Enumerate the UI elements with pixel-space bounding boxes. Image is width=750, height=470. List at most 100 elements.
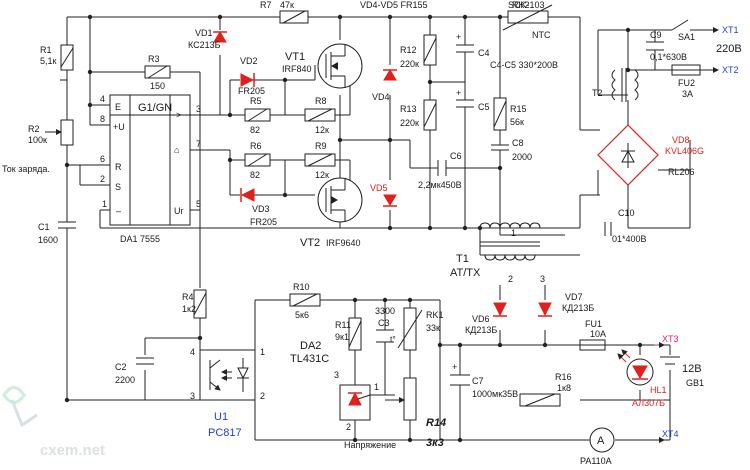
ic-da1: G1/GN E +U R S – Ur > ⌂ 4 8 6 2 1 5 3 7 … [100,94,201,244]
diodes-vd4-vd5-label: VD4-VD5 FR155 [360,0,428,10]
svg-text:2: 2 [260,391,265,401]
diode-vd7: VD7 КД213Б [538,292,594,317]
pin-2: 2 [100,174,105,184]
resistor-r5: R5 82 [244,96,271,135]
capacitor-c6: C6 2,2мк450В [418,151,462,190]
svg-text:12к: 12к [315,170,329,180]
svg-text:VD5: VD5 [370,183,388,193]
svg-text:R4: R4 [182,292,194,302]
svg-text:2200: 2200 [115,375,135,385]
thermistor-rk2: RK2 SCK-103 NTC [502,0,553,40]
svg-text:0,1*630В: 0,1*630В [650,52,687,62]
svg-text:R7: R7 [260,0,272,10]
capacitor-c7: + C7 1000мк35В [450,362,518,399]
svg-text:82: 82 [250,125,260,135]
wires [60,16,710,441]
svg-text:SA1: SA1 [678,32,695,42]
svg-text:VD2: VD2 [240,56,258,66]
resistor-r12: R12 220к [400,34,437,69]
resistor-r3: R3 150 [144,54,171,91]
svg-text:PC817: PC817 [208,427,242,439]
ic-ref: DA1 7555 [120,234,160,244]
svg-text:КД213Б: КД213Б [562,303,594,313]
svg-text:VD7: VD7 [565,292,583,302]
svg-text:220В: 220В [716,43,742,55]
svg-text:FU2: FU2 [678,78,695,88]
svg-text:C6: C6 [450,151,462,161]
resistor-r16: R16 1к8 [519,372,572,407]
svg-text:R3: R3 [148,54,160,64]
pin-label-out: > [176,110,181,120]
svg-text:82: 82 [250,170,260,180]
battery-gb1: 12В GB1 [660,356,704,388]
svg-text:VD6: VD6 [472,314,490,324]
shunt-regulator-da2: DA2 TL431C 3 1 2 Напряжение [290,340,396,450]
resistor-r1: R1 5,1к [40,44,74,71]
svg-text:12В: 12В [682,363,702,375]
svg-text:+: + [456,32,461,42]
pin-label-u: +U [113,122,125,132]
terminals: XT1 220В XT2 XT3 XT4 [654,25,742,443]
svg-text:XT3: XT3 [662,334,679,344]
svg-text:IRF9640: IRF9640 [326,238,361,248]
bridge-vd8: VD8 KVL406G RL206 [597,100,704,215]
svg-text:220к: 220к [400,59,419,69]
pin-label-e: E [115,102,121,112]
resistor-r10: R10 5к6 [289,282,321,320]
pin-7: 7 [196,139,201,149]
svg-text:3А: 3А [682,89,693,99]
pin-label-s: S [115,182,121,192]
svg-text:2: 2 [508,274,513,284]
svg-text:KVL406G: KVL406G [665,146,704,156]
svg-text:4: 4 [190,347,195,357]
capacitor-c3: C3 3300 [375,306,395,343]
fuse-fu2: FU2 3А [671,64,701,99]
svg-text:R15: R15 [510,104,527,114]
pin-label-r: R [115,162,122,172]
svg-text:RK2: RK2 [512,0,530,10]
svg-text:R10: R10 [293,282,310,292]
svg-text:C4: C4 [478,48,490,58]
svg-text:DA2: DA2 [300,340,321,352]
svg-text:АТ/ТХ: АТ/ТХ [450,267,481,279]
pin-label-ur: Ur [174,206,184,216]
resistor-r13: R13 220к [400,99,437,131]
resistor-r14: R14 3к3 [385,377,446,449]
svg-text:R5: R5 [250,96,262,106]
svg-text:3к3: 3к3 [426,437,444,449]
diode-vd3: VD3 FR205 [240,188,277,227]
svg-text:VD8: VD8 [672,135,690,145]
fuse-fu1: FU1 10А [579,319,606,351]
svg-text:GB1: GB1 [686,378,704,388]
pin-6: 6 [100,154,105,164]
svg-text:150: 150 [150,81,165,91]
thermistor-rk1: RK1 33к t° [390,307,444,351]
resistor-r4: R4 1к2 [182,289,207,319]
svg-text:RL206: RL206 [668,167,695,177]
svg-text:R13: R13 [400,104,417,114]
svg-text:100к: 100к [28,135,47,145]
diode-vd4: VD4 [372,69,397,102]
pin-4: 4 [100,94,105,104]
svg-text:t°: t° [390,334,396,344]
diode-vd2: VD2 FR205 [238,56,268,96]
svg-text:R9: R9 [315,141,327,151]
svg-text:T1: T1 [456,253,469,265]
svg-text:NTC: NTC [532,30,551,40]
resistor-r8: R8 12к [304,96,336,135]
svg-text:3300: 3300 [375,306,395,316]
svg-text:T2: T2 [592,88,603,98]
svg-text:1000мк35В: 1000мк35В [472,389,518,399]
svg-text:FR205: FR205 [250,217,277,227]
svg-text:3: 3 [190,391,195,401]
pin-label-minus: – [116,206,121,216]
svg-text:C3: C3 [378,318,390,328]
svg-text:C9: C9 [650,30,662,40]
svg-text:HL1: HL1 [650,385,667,395]
ammeter-pa: A PA110A [580,427,615,466]
pin-label-dis: ⌂ [174,145,179,155]
resistor-r7: R7 47к [260,0,309,24]
mosfet-vt1: VT1 IRF840 [282,43,363,89]
